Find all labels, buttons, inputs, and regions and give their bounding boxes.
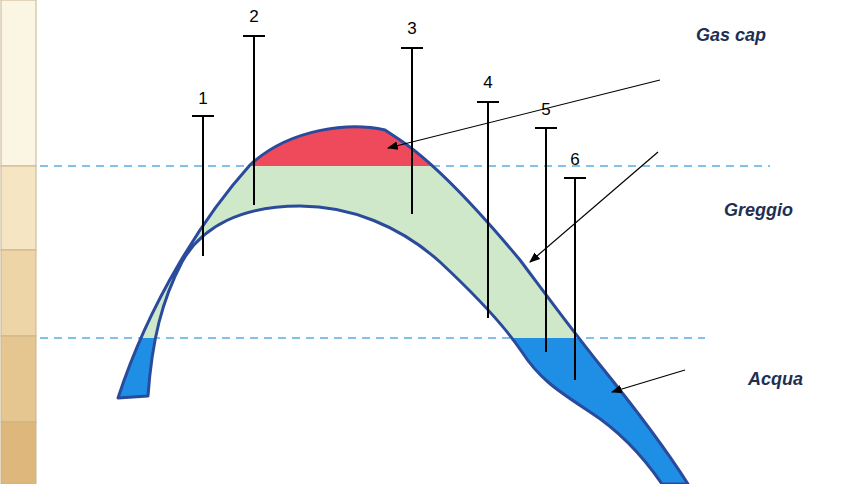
callout-number: 1 bbox=[198, 90, 207, 109]
callout-number: 3 bbox=[407, 20, 416, 39]
strata-column bbox=[1, 0, 36, 484]
leader-arrows bbox=[388, 80, 685, 392]
callout-number: 2 bbox=[249, 8, 258, 27]
callout-number: 6 bbox=[570, 151, 579, 170]
region-label: Gas cap bbox=[696, 26, 766, 46]
callout-number: 4 bbox=[483, 74, 492, 93]
callout-number: 5 bbox=[541, 101, 550, 120]
region-label: Acqua bbox=[748, 370, 803, 390]
wells bbox=[192, 36, 586, 380]
region-label: Greggio bbox=[724, 201, 793, 221]
